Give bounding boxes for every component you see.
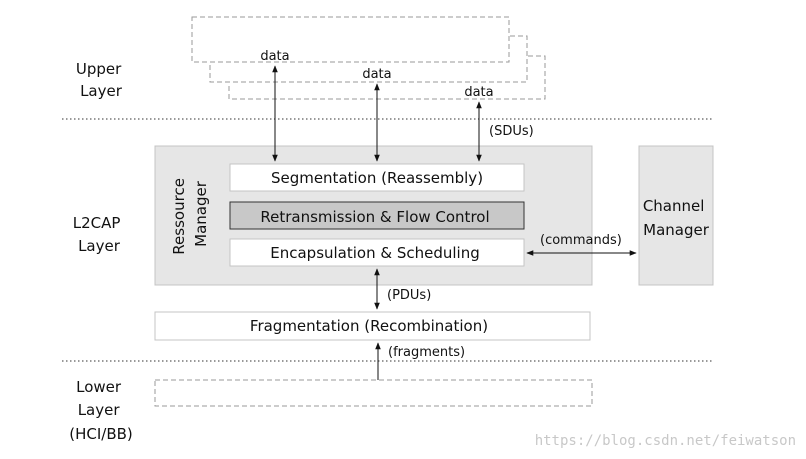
fragmentation-block bbox=[154, 311, 591, 341]
upper-box-front bbox=[191, 16, 510, 63]
upper-box-middle bbox=[209, 35, 528, 83]
data-label-3: data bbox=[464, 85, 493, 100]
lower-layer-box bbox=[154, 379, 593, 407]
data-label-2: data bbox=[362, 67, 391, 82]
upper-layer-label: Upper Layer bbox=[76, 60, 126, 100]
pdus-label: (PDUs) bbox=[387, 288, 431, 303]
upper-layer-stack bbox=[191, 16, 546, 100]
channel-manager-label: Channel Manager bbox=[643, 197, 710, 239]
retransmission-block bbox=[229, 201, 525, 230]
sdus-label: (SDUs) bbox=[489, 124, 534, 139]
upper-box-back bbox=[228, 55, 546, 100]
data-label-1: data bbox=[260, 49, 289, 64]
lower-layer-label: Lower Layer (HCI/BB) bbox=[69, 378, 133, 443]
encapsulation-label: Encapsulation & Scheduling bbox=[270, 244, 480, 262]
channel-manager-panel bbox=[638, 145, 714, 286]
fragmentation-label: Fragmentation (Recombination) bbox=[250, 317, 488, 335]
resource-manager-label: Ressource Manager bbox=[170, 173, 210, 254]
retransmission-label: Retransmission & Flow Control bbox=[260, 208, 489, 226]
fragments-label: (fragments) bbox=[388, 345, 465, 360]
segmentation-block bbox=[229, 163, 525, 192]
commands-label: (commands) bbox=[540, 233, 622, 248]
watermark: https://blog.csdn.net/feiwatson bbox=[535, 433, 796, 449]
encapsulation-block bbox=[229, 238, 525, 267]
segmentation-label: Segmentation (Reassembly) bbox=[271, 169, 483, 187]
l2cap-layer-label: L2CAP Layer bbox=[73, 214, 125, 255]
